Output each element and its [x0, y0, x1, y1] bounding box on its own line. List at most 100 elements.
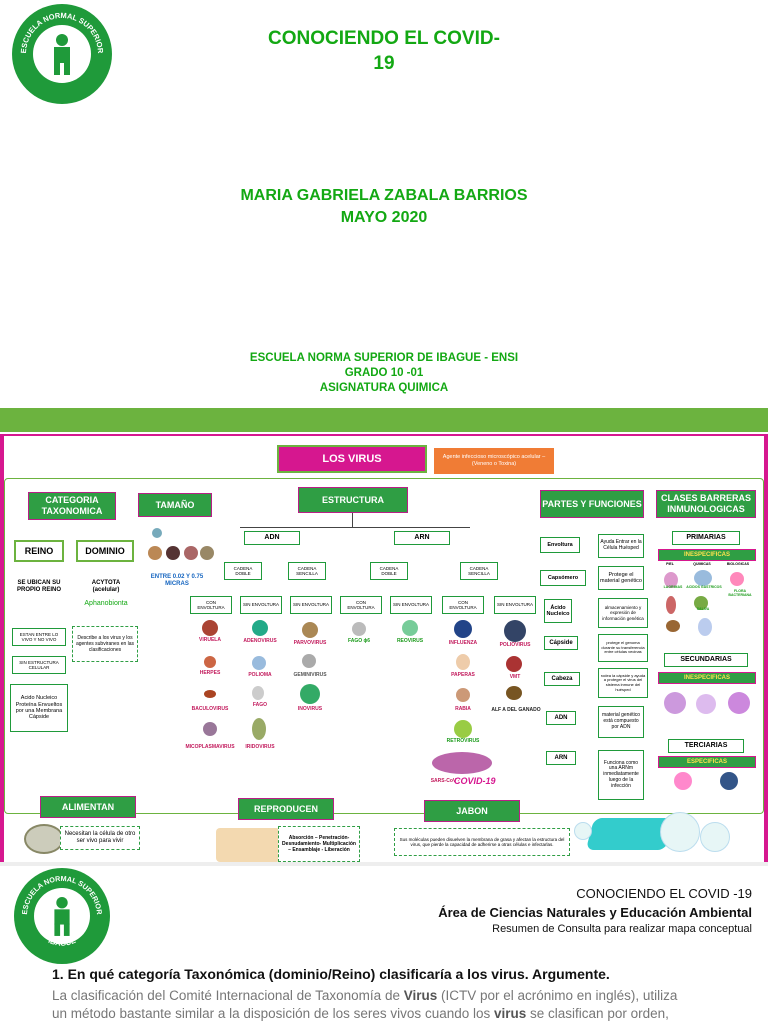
- especificas: ESPECIFICAS: [658, 756, 756, 768]
- dominio-box: DOMINIO: [76, 540, 134, 562]
- barrier-saliva: SALIVA: [696, 607, 710, 611]
- main-note: Agente infeccioso microscópico acelular …: [434, 448, 554, 474]
- dominio-b1-label: Describe a los virus y los agentes subvi…: [75, 635, 135, 653]
- virus-influenza: INFLUENZA: [448, 640, 478, 646]
- part-acido-label: Ácido Nucleico: [546, 604, 570, 617]
- barrier-icon: [696, 694, 716, 714]
- main-node: LOS VIRUS: [277, 445, 427, 473]
- virus-reovirus: REOVIRUS: [396, 638, 424, 644]
- main-node-label: LOS VIRUS: [322, 453, 382, 465]
- dominio-b1: Describe a los virus y los agentes subvi…: [72, 626, 138, 662]
- arn-box: ARN: [394, 531, 450, 545]
- reproducen-desc-label: Absorción – Penetración- Desnudamiento- …: [282, 835, 356, 853]
- part-arn-label: ARN: [554, 754, 568, 761]
- cover-subject: ASIGNATURA QUIMICA: [319, 382, 449, 394]
- part-adn-desc-label: material genético está compuesto por ADN: [601, 712, 641, 730]
- virus-retrovirus: RETROVIRUS: [446, 738, 480, 744]
- virus-icon: [204, 690, 216, 698]
- size-icon-4: [184, 546, 198, 560]
- virus-herpes: HERPES: [199, 670, 221, 676]
- bubble-icon: [574, 822, 592, 840]
- part-envoltura-desc: Ayuda Entrar en la Célula Huésped: [598, 534, 644, 558]
- virus-adenovirus: ADENOVIRUS: [243, 638, 277, 644]
- cover-school-block: ESCUELA NORMA SUPERIOR DE IBAGUE - ENSI …: [184, 351, 584, 396]
- barrier-lagrimas: LAGRIMAS: [663, 585, 683, 589]
- barrier-icon: [728, 692, 750, 714]
- part-envoltura-desc-label: Ayuda Entrar en la Célula Huésped: [600, 539, 642, 551]
- barrier-icon: [694, 596, 708, 610]
- answer-line-1: La clasificación del Comité Internaciona…: [52, 988, 678, 1003]
- secundarias-box: SECUNDARIAS: [664, 653, 748, 667]
- part-adn-desc: material genético está compuesto por ADN: [598, 706, 644, 738]
- partes-box: PARTES Y FUNCIONES: [540, 490, 644, 518]
- virus-parvovirus: PARVOVIRUS: [293, 640, 327, 646]
- env-4: CON ENVOLTURA: [340, 596, 382, 614]
- tamano-desc: ENTRE 0.02 Y 0.75 MICRAS: [150, 574, 204, 587]
- virus-covid-19: COVID-19: [454, 776, 496, 786]
- primarias-box: PRIMARIAS: [672, 531, 740, 545]
- tamano-box: TAMAÑO: [138, 493, 212, 517]
- reino-b2: SIN ESTRUCTURA CELULAR: [12, 656, 66, 674]
- virus-icon: [204, 656, 216, 668]
- virus-icon: [302, 622, 318, 638]
- virus-baculovirus: BACULOVIRUS: [191, 706, 229, 712]
- reino-b2-label: SIN ESTRUCTURA CELULAR: [19, 659, 59, 670]
- answer-line-2: un método bastante similar a la disposic…: [52, 1006, 669, 1021]
- part-adn: ADN: [546, 711, 576, 725]
- categoria-label: CATEGORIA TAXONOMICA: [41, 495, 103, 516]
- virus-icon: [506, 656, 522, 672]
- arn-sencilla-label: CADENA SENCILLA: [468, 565, 490, 576]
- barrier-icon: [666, 620, 680, 632]
- env-1-label: CON ENVOLTURA: [197, 599, 225, 610]
- env-6: CON ENVOLTURA: [442, 596, 484, 614]
- virus-icon: [504, 620, 526, 642]
- part-acido: Ácido Nucleico: [544, 599, 572, 623]
- adn-sencilla-label: CADENA SENCILLA: [296, 565, 318, 576]
- virus-iridovirus: IRIDOVIRUS: [245, 744, 275, 750]
- part-acido-desc: almacenamiento y expresión de informació…: [598, 598, 648, 628]
- env-5: SIN ENVOLTURA: [390, 596, 432, 614]
- question-1: 1. En qué categoría Taxonómica (dominio/…: [52, 966, 610, 982]
- part-cabeza-label: Cabeza: [551, 675, 573, 682]
- reino-b3: Acido Nucleico Proteína Envueltos por un…: [10, 684, 68, 732]
- virus-viruela: VIRUELA: [199, 637, 221, 643]
- svg-text:IBAGUE: IBAGUE: [46, 72, 78, 84]
- virus-icon: [454, 720, 472, 738]
- env-3-label: SIN ENVOLTURA: [293, 602, 329, 608]
- virus-geminivirus: GEMINIVIRUS: [293, 672, 327, 678]
- jabon-label: JABON: [456, 805, 488, 816]
- secundarias-label: SECUNDARIAS: [680, 655, 732, 663]
- virus-icon: [252, 620, 268, 636]
- part-capsomero: Capsómero: [540, 570, 586, 586]
- bubble-icon: [660, 812, 700, 852]
- part-adn-label: ADN: [554, 714, 568, 721]
- part-capside-desc-label: protege el genoma durante su transferenc…: [601, 640, 645, 655]
- reino-b1: ESTAN ENTRE LO VIVO Y NO VIVO: [12, 628, 66, 646]
- virus-icon: [203, 722, 217, 736]
- arn-doble: CADENA DOBLE: [370, 562, 408, 580]
- reproducen-label: REPRODUCEN: [253, 803, 318, 814]
- especificas-label: ESPECIFICAS: [686, 759, 727, 765]
- cover-date: MAYO 2020: [340, 209, 428, 226]
- env-7-label: SIN ENVOLTURA: [497, 602, 533, 608]
- adn-sencilla: CADENA SENCILLA: [288, 562, 326, 580]
- cover-title-line1: CONOCIENDO EL COVID-: [268, 28, 500, 49]
- primarias-quimicas: QUIMICAS: [693, 562, 711, 566]
- estructura-label: ESTRUCTURA: [322, 494, 384, 505]
- part-cabeza: Cabeza: [544, 672, 580, 686]
- barrier-icon: [698, 618, 712, 636]
- cover-title-line2: 19: [373, 53, 395, 74]
- env-5-label: SIN ENVOLTURA: [393, 602, 429, 608]
- inesp-1: INESPECIFICAS: [658, 549, 756, 561]
- part-acido-desc-label: almacenamiento y expresión de informació…: [602, 605, 644, 621]
- part-envoltura-label: Envoltura: [547, 541, 573, 548]
- virus-icon: [252, 686, 264, 700]
- page2-head3: Resumen de Consulta para realizar mapa c…: [492, 923, 752, 935]
- virus-icon: [202, 620, 218, 636]
- jabon-box: JABON: [424, 800, 520, 822]
- categoria-box: CATEGORIA TAXONOMICA: [28, 492, 116, 520]
- logo-ring-text: ESCUELA NORMAL SUPERIOR IBAGUE: [19, 11, 105, 85]
- part-capside-label: Cápside: [549, 639, 573, 646]
- clases-box: CLASES BARRERAS INMUNOLOGICAS: [656, 490, 756, 518]
- school-logo-2: [14, 868, 110, 964]
